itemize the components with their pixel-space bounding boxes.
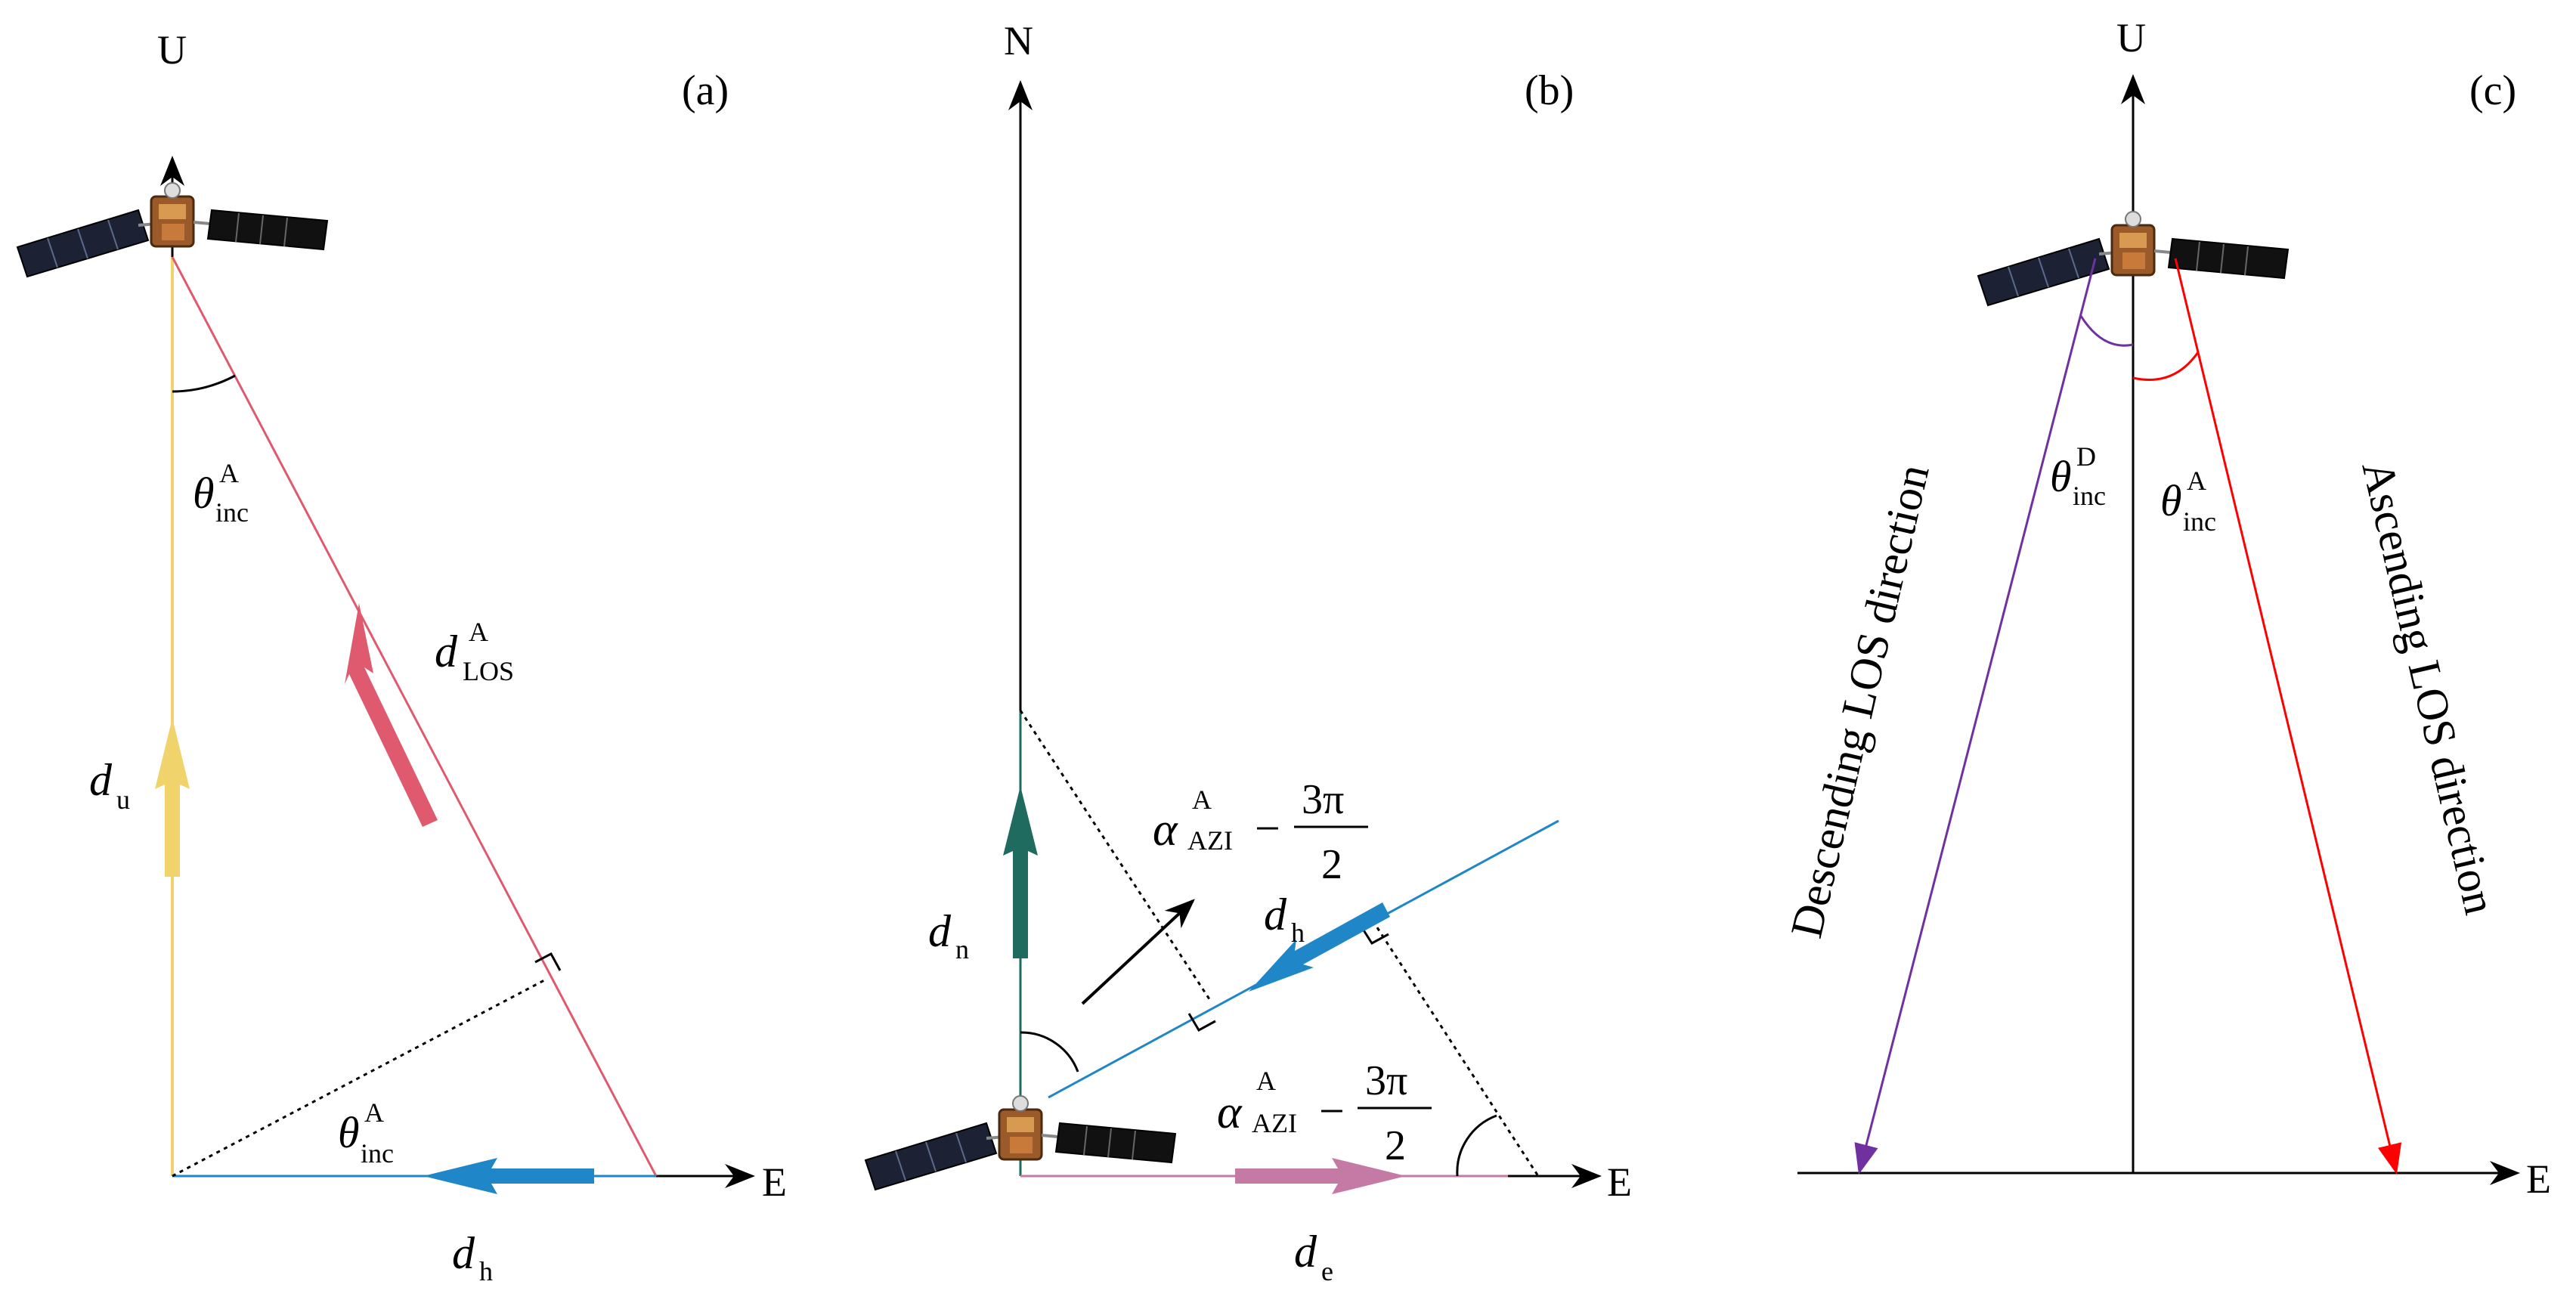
theta-inc-label-desc: θ D inc bbox=[2050, 441, 2106, 511]
panel-a-tag: (a) bbox=[682, 67, 729, 114]
svg-text:inc: inc bbox=[361, 1138, 394, 1168]
d-e-label: d e bbox=[1294, 1227, 1333, 1286]
svg-text:−: − bbox=[1255, 803, 1280, 853]
descending-incidence-arc bbox=[2079, 315, 2134, 347]
svg-text:2: 2 bbox=[1385, 1122, 1406, 1169]
azimuth-label-upper: α A AZI − 3π 2 bbox=[1153, 776, 1368, 888]
svg-text:n: n bbox=[955, 934, 969, 964]
azimuth-direction-arrow bbox=[1081, 899, 1195, 1005]
theta-inc-label-a-lower: θ A inc bbox=[338, 1097, 394, 1168]
svg-text:d: d bbox=[1264, 890, 1287, 939]
east-axis-b-label: E bbox=[1607, 1159, 1632, 1205]
right-angle-mark-b1 bbox=[1187, 1013, 1216, 1032]
d-h-label-b: d h bbox=[1264, 890, 1305, 948]
svg-text:u: u bbox=[116, 785, 130, 815]
svg-text:2: 2 bbox=[1321, 841, 1342, 888]
svg-text:d: d bbox=[89, 755, 113, 805]
incidence-angle-arc-a bbox=[172, 374, 236, 393]
east-projection-dotted bbox=[1371, 920, 1540, 1177]
svg-text:θ: θ bbox=[338, 1108, 360, 1157]
east-axis-c-label: E bbox=[2526, 1156, 2551, 1202]
svg-text:AZI: AZI bbox=[1187, 825, 1233, 856]
east-axis-a-label: E bbox=[762, 1159, 787, 1205]
svg-text:inc: inc bbox=[215, 497, 249, 528]
d-h-arrow-a bbox=[423, 1158, 594, 1194]
svg-text:A: A bbox=[469, 617, 488, 647]
theta-inc-label-asc: θ A inc bbox=[2160, 466, 2216, 537]
svg-text:A: A bbox=[219, 458, 239, 488]
panel-c-tag: (c) bbox=[2469, 67, 2516, 114]
svg-text:3π: 3π bbox=[1365, 1057, 1407, 1104]
ascending-los-line bbox=[2174, 258, 2402, 1175]
svg-text:inc: inc bbox=[2183, 506, 2216, 537]
svg-text:d: d bbox=[435, 627, 458, 676]
svg-text:θ: θ bbox=[193, 469, 215, 518]
los-line-a bbox=[171, 256, 658, 1177]
ascending-los-label: Ascending LOS direction bbox=[2352, 456, 2505, 918]
svg-text:θ: θ bbox=[2160, 476, 2182, 525]
azimuth-label-lower: α A AZI − 3π 2 bbox=[1217, 1057, 1432, 1169]
svg-text:d: d bbox=[928, 906, 952, 956]
azimuth-arc-north bbox=[1020, 1031, 1079, 1072]
d-los-arrow bbox=[345, 603, 438, 827]
svg-text:D: D bbox=[2076, 441, 2096, 472]
svg-text:LOS: LOS bbox=[463, 656, 514, 686]
d-n-arrow bbox=[1003, 786, 1038, 958]
svg-text:e: e bbox=[1321, 1256, 1333, 1286]
svg-text:inc: inc bbox=[2073, 481, 2106, 511]
d-u-arrow bbox=[155, 718, 190, 877]
up-axis-c-label: U bbox=[2116, 15, 2146, 60]
svg-text:A: A bbox=[1256, 1066, 1276, 1096]
d-h-arrow-b bbox=[1249, 902, 1390, 992]
descending-los-label: Descending LOS direction bbox=[1781, 460, 1938, 942]
svg-text:α: α bbox=[1217, 1087, 1243, 1138]
svg-text:A: A bbox=[364, 1097, 384, 1128]
north-projection-dotted bbox=[1019, 710, 1212, 1002]
d-e-arrow bbox=[1235, 1158, 1406, 1194]
svg-text:3π: 3π bbox=[1302, 776, 1344, 823]
svg-text:−: − bbox=[1319, 1086, 1345, 1136]
right-angle-mark-b2 bbox=[1360, 926, 1389, 945]
svg-text:d: d bbox=[1294, 1227, 1317, 1277]
svg-text:h: h bbox=[479, 1256, 493, 1286]
svg-text:θ: θ bbox=[2050, 452, 2072, 501]
azimuth-arc-east bbox=[1456, 1114, 1497, 1177]
d-h-label-a: d h bbox=[452, 1228, 493, 1286]
svg-text:d: d bbox=[452, 1228, 475, 1278]
panel-c: (c) U E θ D inc θ A inc Descending LOS d… bbox=[1781, 15, 2551, 1202]
panel-b: (b) N E α A AZI − 3π 2 α A AZ bbox=[864, 18, 1632, 1286]
svg-text:AZI: AZI bbox=[1252, 1108, 1297, 1138]
descending-los-line bbox=[1854, 258, 2097, 1175]
north-axis-label: N bbox=[1004, 18, 1033, 63]
ascending-incidence-arc bbox=[2132, 351, 2200, 381]
svg-text:A: A bbox=[1192, 785, 1212, 815]
d-los-label: d A LOS bbox=[435, 617, 514, 686]
d-n-label: d n bbox=[928, 906, 969, 964]
svg-text:h: h bbox=[1291, 918, 1305, 948]
d-u-label: d u bbox=[89, 755, 130, 815]
theta-inc-label-a-upper: θ A inc bbox=[193, 458, 249, 528]
svg-text:A: A bbox=[2187, 466, 2206, 496]
panel-a: (a) U E θ A inc θ A inc d A LOS d bbox=[16, 27, 787, 1286]
right-angle-mark-a bbox=[534, 952, 562, 971]
svg-text:α: α bbox=[1153, 804, 1178, 856]
perpendicular-dotted-a bbox=[172, 978, 546, 1178]
up-axis-a-label: U bbox=[157, 27, 187, 73]
panel-b-tag: (b) bbox=[1525, 67, 1574, 114]
